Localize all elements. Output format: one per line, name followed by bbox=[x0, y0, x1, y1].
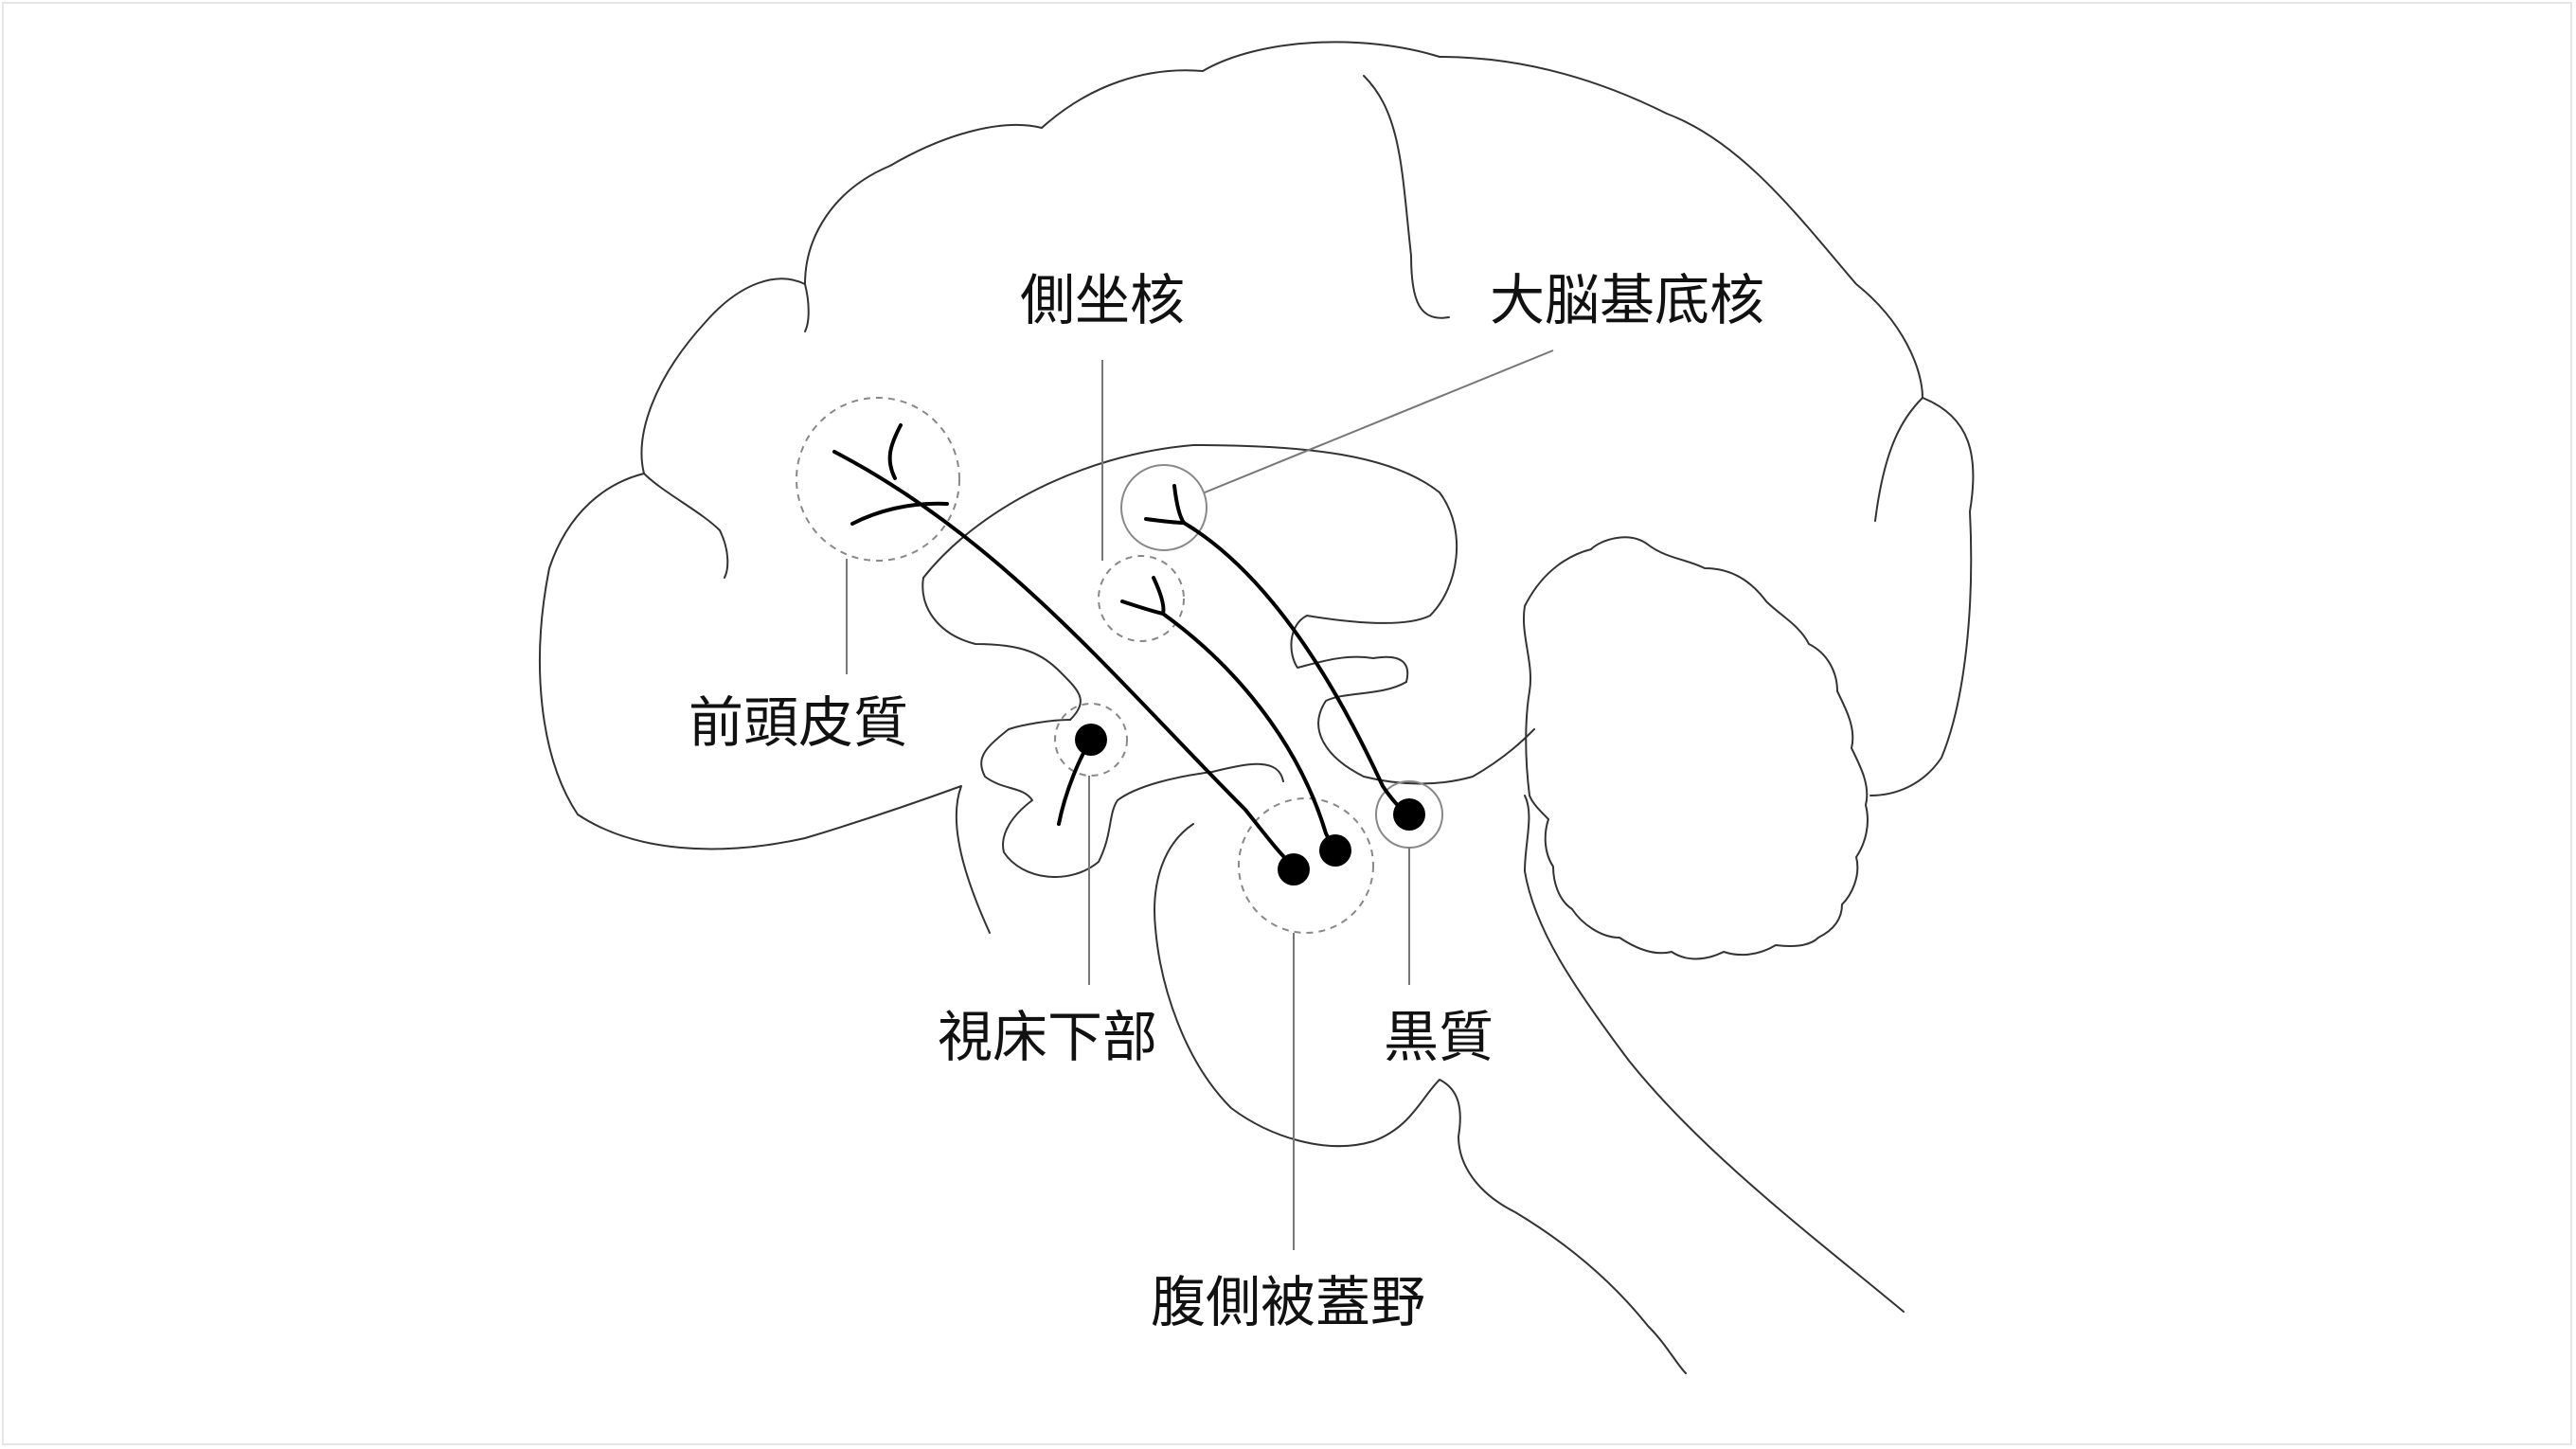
hypothalamus-node bbox=[1075, 724, 1107, 756]
basal-ganglia-region bbox=[1120, 464, 1208, 551]
mesocortical-pathway bbox=[832, 450, 1293, 866]
fornix bbox=[921, 577, 1082, 721]
accumbens-branch-2 bbox=[1120, 599, 1165, 616]
brainstem-back bbox=[1524, 795, 1905, 1313]
cerebellum-outline bbox=[1523, 536, 1869, 960]
central-sulcus bbox=[804, 283, 810, 332]
label-hypothalamus: 視床下部 bbox=[938, 1005, 1157, 1069]
frontal-sulcus bbox=[643, 473, 729, 579]
label-nucleus-accumbens: 側坐核 bbox=[1020, 268, 1185, 332]
accumbens-branch-1 bbox=[1152, 576, 1166, 616]
hypothalamus-region bbox=[980, 719, 1284, 878]
label-substantia-nigra: 黒質 bbox=[1384, 1005, 1494, 1069]
corpus-callosum bbox=[922, 444, 1535, 785]
occipital-sulcus bbox=[1874, 397, 1923, 522]
label-basal-ganglia: 大脳基底核 bbox=[1490, 268, 1764, 332]
label-prefrontal-cortex: 前頭皮質 bbox=[689, 690, 908, 755]
nucleus-accumbens-region bbox=[1098, 555, 1185, 642]
substantia-nigra-node bbox=[1393, 798, 1425, 831]
brainstem-outline bbox=[1154, 823, 1687, 1374]
prefrontal-cortex-region bbox=[796, 397, 960, 562]
prefrontal-branch-2 bbox=[850, 501, 949, 526]
basal-ganglia-branch-2 bbox=[1144, 517, 1186, 525]
vta-node-2 bbox=[1319, 834, 1351, 867]
nigrostriatal-pathway bbox=[1182, 521, 1409, 816]
parietal-sulcus bbox=[1363, 75, 1450, 319]
prefrontal-branch-1 bbox=[887, 423, 903, 480]
basal-ganglia-leader bbox=[1204, 349, 1554, 493]
hypothalamus-region-circle bbox=[1054, 703, 1128, 777]
vta-node-1 bbox=[1278, 853, 1310, 886]
label-ventral-tegmental-area: 腹側被蓋野 bbox=[1151, 1270, 1425, 1334]
cerebrum-outline bbox=[539, 41, 1975, 934]
ventral-tegmental-area-region bbox=[1238, 797, 1374, 934]
basal-ganglia-branch-1 bbox=[1172, 484, 1186, 525]
